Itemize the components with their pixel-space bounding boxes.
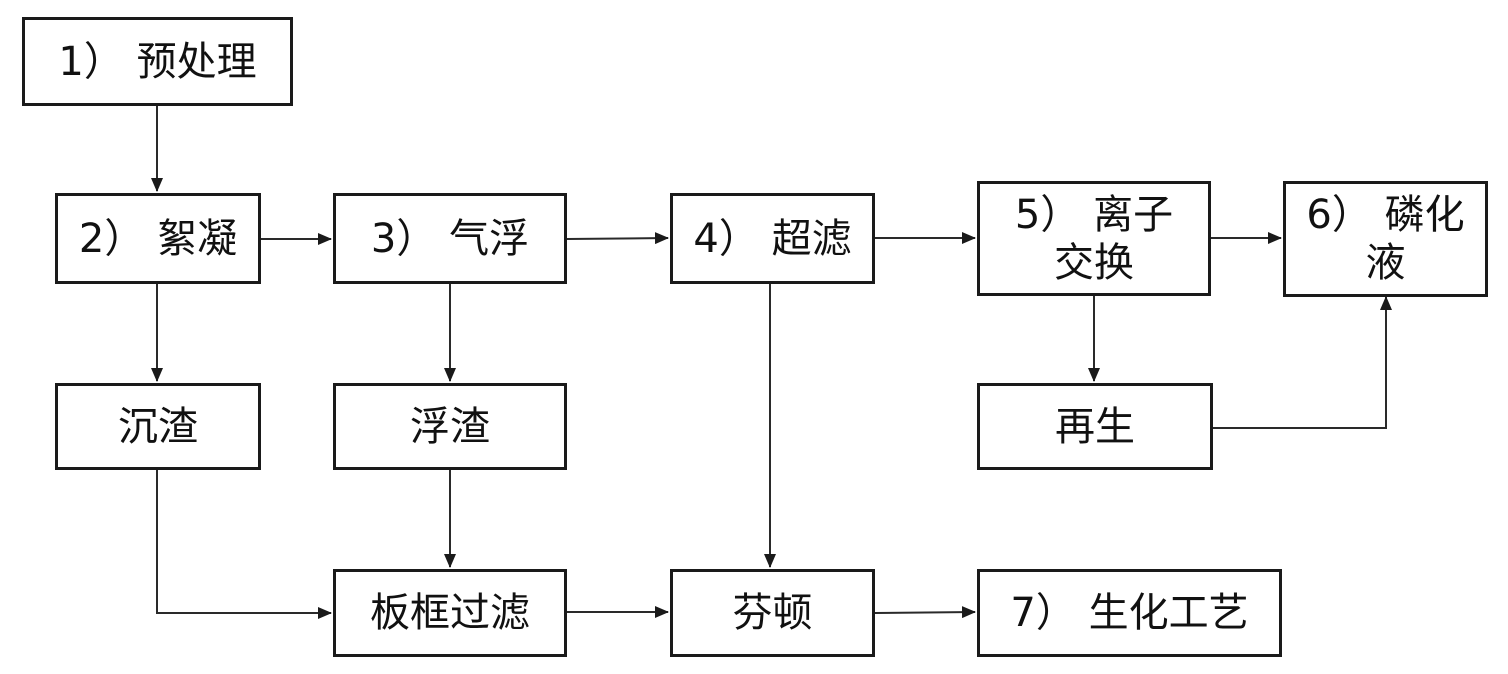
edge-sediment-to-plate-frame-filtration — [156, 470, 332, 619]
node-regeneration: 再生 — [977, 383, 1213, 470]
node-phosphating-solution: 6） 磷化 液 — [1283, 181, 1488, 297]
edge-regeneration-to-phosphating-solution — [1213, 296, 1392, 429]
node-float-scum: 浮渣 — [333, 383, 567, 470]
node-sediment: 沉渣 — [55, 383, 261, 470]
node-ultrafiltration: 4） 超滤 — [670, 193, 875, 284]
node-ion-exchange: 5） 离子 交换 — [977, 181, 1211, 296]
edge-fenton-to-biochemical-process — [874, 606, 976, 619]
node-flocculation: 2） 絮凝 — [55, 193, 261, 284]
edge-air-flotation-to-ultrafiltration — [566, 232, 669, 245]
node-biochemical-process: 7） 生化工艺 — [977, 569, 1282, 657]
node-pretreatment: 1） 预处理 — [22, 17, 293, 106]
node-fenton: 芬顿 — [670, 569, 875, 657]
node-plate-frame-filtration: 板框过滤 — [333, 569, 567, 657]
node-air-flotation: 3） 气浮 — [333, 193, 567, 284]
